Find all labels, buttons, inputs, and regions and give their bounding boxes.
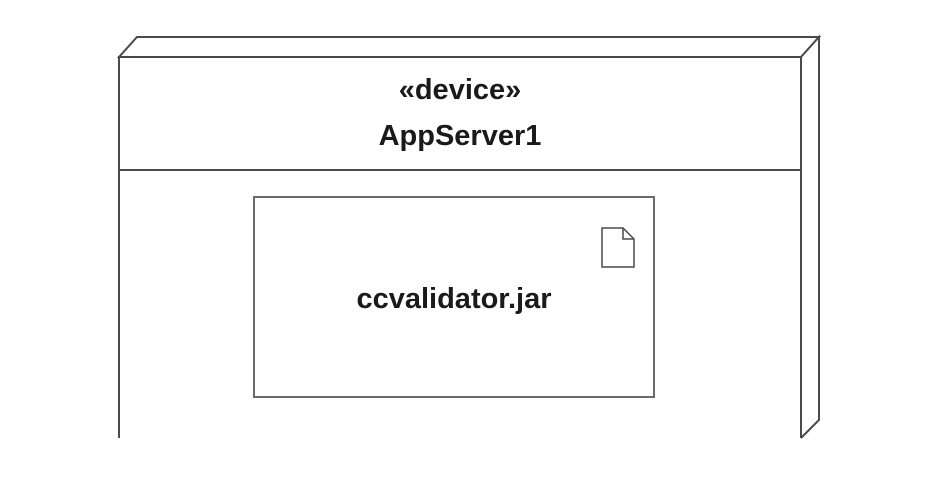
artifact-name: ccvalidator.jar <box>356 283 552 315</box>
artifact-rect <box>253 196 655 398</box>
node-right-face <box>800 34 820 439</box>
artifact-box[interactable] <box>253 196 655 398</box>
node-name: AppServer1 <box>378 120 542 152</box>
device-node[interactable] <box>116 34 822 439</box>
node-front-face <box>118 56 802 438</box>
node-stereotype: «device» <box>398 74 522 106</box>
node-top-face <box>116 36 822 58</box>
document-icon <box>601 227 635 268</box>
